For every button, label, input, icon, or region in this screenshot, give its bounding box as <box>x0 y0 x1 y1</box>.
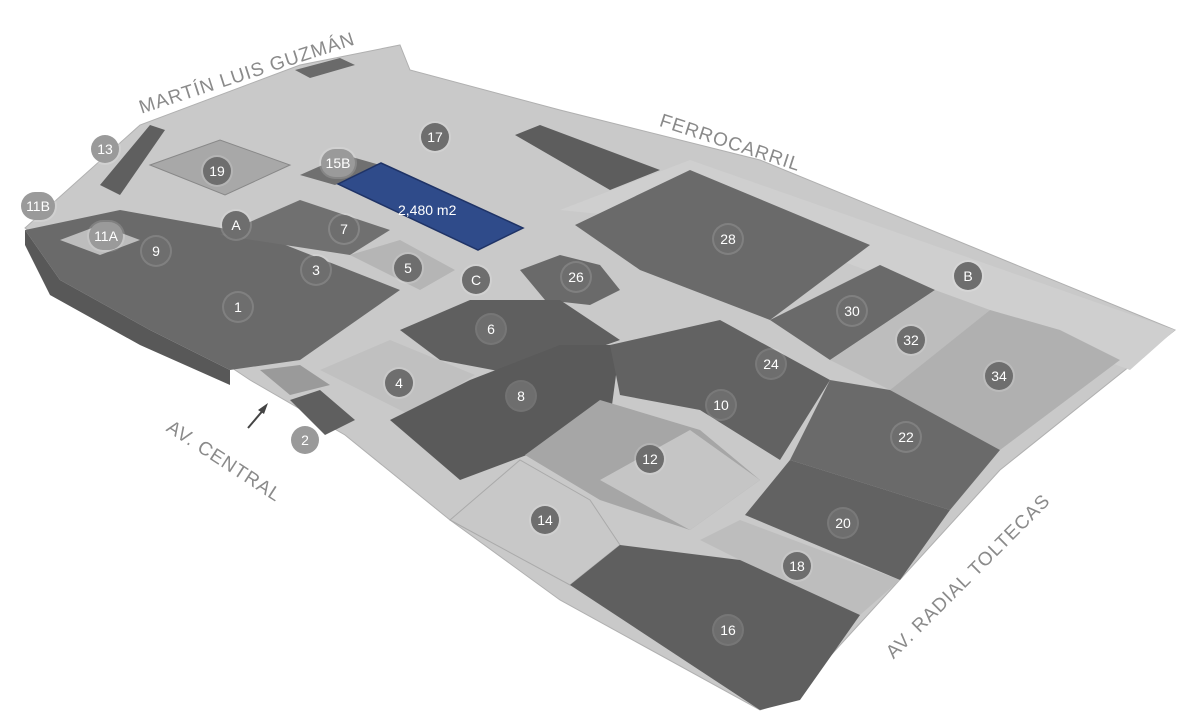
lot-badge-28[interactable]: 28 <box>714 225 742 253</box>
lot-badge-18[interactable]: 18 <box>783 552 811 580</box>
lot-badge-14[interactable]: 14 <box>531 506 559 534</box>
lot-badge-8[interactable]: 8 <box>507 382 535 410</box>
entrance-arrowhead-icon <box>258 403 268 414</box>
lot-badge-a[interactable]: A <box>222 211 250 239</box>
lot-badge-9[interactable]: 9 <box>142 237 170 265</box>
entrance-gate <box>260 365 330 395</box>
lot-badge-13[interactable]: 13 <box>91 135 119 163</box>
lot-badge-4[interactable]: 4 <box>385 369 413 397</box>
lot-badge-2[interactable]: 2 <box>291 426 319 454</box>
lot-badge-5[interactable]: 5 <box>394 254 422 282</box>
selected-lot-polygon[interactable] <box>336 162 525 251</box>
lot-badge-12[interactable]: 12 <box>636 445 664 473</box>
lot-badge-10[interactable]: 10 <box>707 391 735 419</box>
building-2[interactable] <box>290 390 355 435</box>
lot-badge-3[interactable]: 3 <box>302 256 330 284</box>
building-13[interactable] <box>100 125 165 195</box>
building-top-small <box>295 58 355 78</box>
lot-badge-24[interactable]: 24 <box>757 350 785 378</box>
building-1[interactable] <box>25 210 400 370</box>
lot-badge-17[interactable]: 17 <box>421 123 449 151</box>
lot-badge-b[interactable]: B <box>954 262 982 290</box>
lot-badge-11b[interactable]: 11B <box>21 192 55 220</box>
lot-badge-32[interactable]: 32 <box>897 326 925 354</box>
lot-badge-20[interactable]: 20 <box>829 509 857 537</box>
building-12-light <box>600 430 760 530</box>
lot-badge-26[interactable]: 26 <box>562 263 590 291</box>
lot-badge-c[interactable]: C <box>462 266 490 294</box>
building-8[interactable] <box>390 345 620 480</box>
lot-badge-34[interactable]: 34 <box>985 362 1013 390</box>
lot-badge-1[interactable]: 1 <box>224 293 252 321</box>
building-1-face <box>25 230 230 385</box>
lot-badge-22[interactable]: 22 <box>892 423 920 451</box>
building-17-dark[interactable] <box>515 125 660 190</box>
lot-badge-30[interactable]: 30 <box>838 297 866 325</box>
lot-badge-16[interactable]: 16 <box>714 616 742 644</box>
lot-badge-11a[interactable]: 11A <box>89 222 123 250</box>
lot-badge-15b[interactable]: 15B <box>321 149 355 177</box>
lot-badge-7[interactable]: 7 <box>330 215 358 243</box>
lot-badge-6[interactable]: 6 <box>477 315 505 343</box>
selected-lot-area-label: 2,480 m2 <box>398 202 457 218</box>
lot-badge-19[interactable]: 19 <box>203 157 231 185</box>
